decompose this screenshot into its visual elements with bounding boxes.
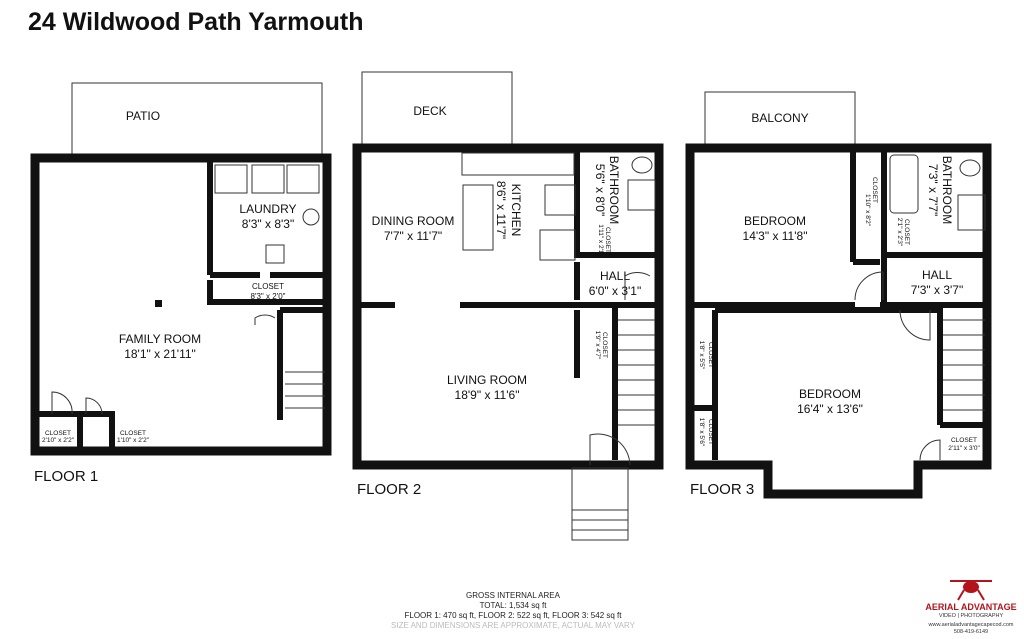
floor1-stairs [285,371,325,409]
area-floors: FLOOR 1: 470 sq ft, FLOOR 2: 522 sq ft, … [405,611,623,620]
area-summary: GROSS INTERNAL AREA TOTAL: 1,534 sq ft F… [391,591,636,630]
closet-a-dims: 2'10" x 2'2" [42,437,75,444]
brand-tagline: VIDEO | PHOTOGRAPHY [939,613,1004,619]
closet-1-dims: 1'10" x 8'2" [864,194,871,227]
toilet [959,159,981,177]
dining-room-dims: 7'7" x 11'7" [384,229,442,243]
area-heading: GROSS INTERNAL AREA [466,591,561,600]
drone-icon [950,580,992,601]
closet-2-dims: 1'8" x 5'5" [698,341,705,370]
living-room-label: LIVING ROOM [447,373,527,387]
floor-1: PATIO LAUNDRY 8'3" x 8'3" CLOSET 8'3" x … [30,82,332,485]
bathtub [889,154,919,214]
bathroom-dims: 7'3" x 7'7" [926,164,940,216]
bedroom-1-label: BEDROOM [744,214,806,228]
balcony-label: BALCONY [751,111,808,125]
washer [214,164,248,194]
floor-2: DECK DINING ROOM 7'7" x 11'7" KITCHEN 8'… [352,71,664,541]
entry-door[interactable] [589,433,631,466]
closet-small-label: CLOSET [604,227,611,253]
brand-phone: 508-419-6149 [954,629,988,635]
fridge [539,229,576,261]
hall-label: HALL [600,269,630,283]
deck-label: DECK [413,104,446,118]
bedroom-2-label: BEDROOM [799,387,861,401]
closet-door[interactable] [919,439,941,461]
floor-3-label: FLOOR 3 [690,481,754,498]
floor1-closet-walls [38,411,115,450]
laundry-label: LAUNDRY [239,202,296,216]
brand-logo: AERIAL ADVANTAGE VIDEO | PHOTOGRAPHY www… [925,580,1017,635]
floor2-stairs [618,319,655,426]
floor-1-label: FLOOR 1 [34,468,98,485]
living-room-dims: 18'9" x 11'6" [455,388,520,402]
patio-label: PATIO [126,109,160,123]
floor3-inner-walls [690,150,985,460]
patio-outline [71,82,323,156]
floor-2-label: FLOOR 2 [357,481,421,498]
bathroom-dims: 5'6" x 8'0" [593,164,607,216]
area-disclaimer: SIZE AND DIMENSIONS ARE APPROXIMATE, ACT… [391,621,636,630]
closet-2-label: CLOSET [707,342,714,368]
sink [627,179,656,211]
toilet [631,156,653,174]
bedroom-2-dims: 16'4" x 13'6" [797,402,863,416]
page-title: 24 Wildwood Path Yarmouth [28,8,364,36]
entry-steps [571,467,629,541]
laundry-dims: 8'3" x 8'3" [242,217,294,231]
water-heater [302,208,320,226]
dryer [251,164,285,194]
bedroom-door[interactable] [899,309,931,341]
closet-label: CLOSET [601,332,608,358]
family-room-label: FAMILY ROOM [119,332,201,346]
column [155,300,162,307]
hall-door[interactable] [624,272,651,300]
brand-website[interactable]: www.aerialadvantagecapecod.com [928,622,1014,628]
floor1-outer-wall [30,153,332,456]
kitchen-island [462,184,494,251]
closet-dims: 8'3" x 2'0" [251,292,286,301]
closet-door[interactable] [85,397,103,415]
brand-name: AERIAL ADVANTAGE [925,602,1016,612]
closet-4-label: CLOSET [951,437,977,444]
closet-small-label: CLOSET [903,219,910,245]
area-total: TOTAL: 1,534 sq ft [480,601,548,610]
stair-door[interactable] [254,314,276,325]
hall-door[interactable] [854,271,884,301]
dining-room-label: DINING ROOM [372,214,455,228]
floor-3: BALCONY BEDROOM 14'3" x 11'8" CLOSET 1'1… [685,91,992,499]
closet-small-dims: 2'1" x 2'3" [896,218,903,247]
closet-b-dims: 1'10" x 2'2" [117,437,150,444]
kitchen-label: KITCHEN [509,184,523,237]
closet-small-dims: 1'11" x 2'1" [597,224,604,256]
bedroom-1-dims: 14'3" x 11'8" [743,229,808,243]
closet-3-label: CLOSET [707,419,714,445]
closet-3-dims: 1'8" x 5'6" [698,418,705,447]
closet-a-label: CLOSET [45,430,71,437]
floor2-inner-walls [357,150,655,460]
closet-label: CLOSET [252,282,284,291]
appliance [286,164,320,194]
kitchen-counter [461,152,575,176]
utility-box [265,244,285,264]
closet-dims: 1'9" x 4'7" [594,331,601,360]
closet-b-label: CLOSET [120,430,146,437]
family-room-dims: 18'1" x 21'11" [124,347,196,361]
closet-1-label: CLOSET [871,177,878,203]
hall-label: HALL [922,268,952,282]
floor3-stairs [943,319,985,411]
floor3-outer-wall [685,143,992,499]
hall-dims: 6'0" x 3'1" [589,284,641,298]
bathroom-label: BATHROOM [940,156,954,224]
sink [957,194,986,231]
floor1-inner-walls [207,162,325,420]
bathroom-label: BATHROOM [607,156,621,224]
stove [544,184,576,216]
closet-door[interactable] [51,391,73,415]
hall-dims: 7'3" x 3'7" [911,283,963,297]
kitchen-dims: 8'6" x 11'7" [494,181,508,239]
closet-4-dims: 2'11" x 3'0" [948,445,980,452]
